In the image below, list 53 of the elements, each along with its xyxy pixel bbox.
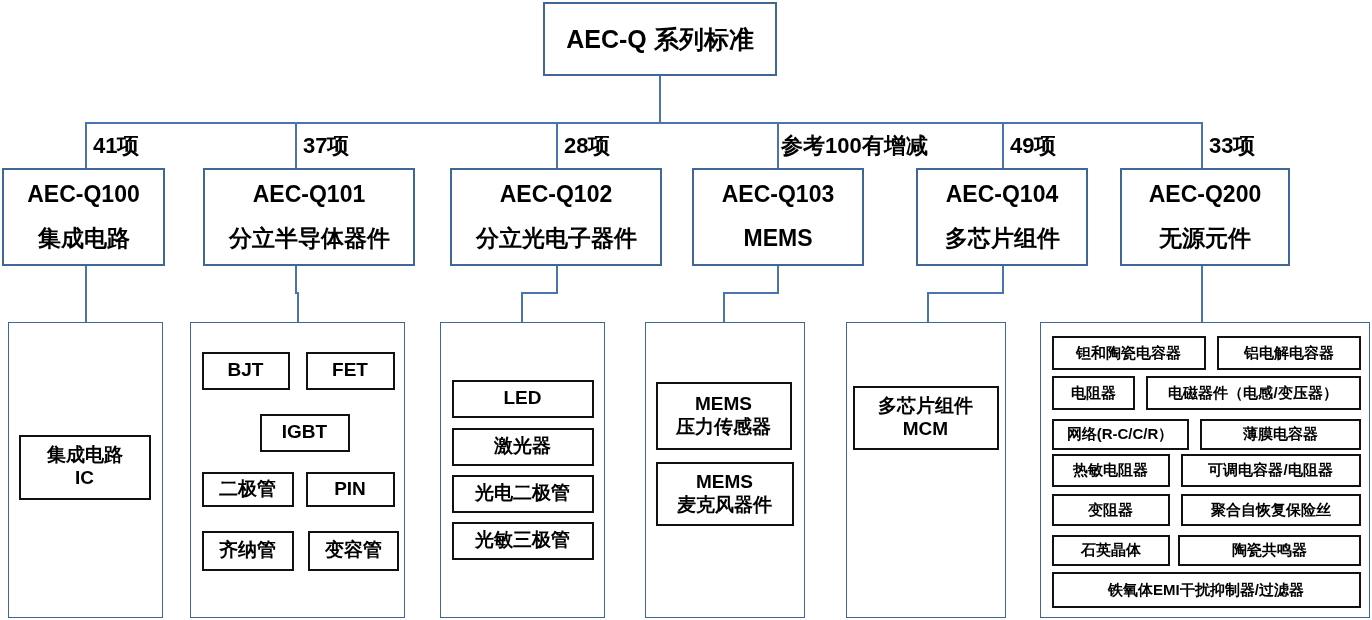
item-box: 薄膜电容器 [1199,418,1361,450]
item-box: 二极管 [201,471,294,507]
item-box: 变容管 [307,530,399,571]
category-box: AEC-Q200 无源元件 [1120,168,1290,266]
item-box: 光敏三极管 [451,521,594,560]
item-box: IGBT [259,413,350,452]
category-box: AEC-Q102 分立光电子器件 [450,168,662,266]
item-box: 变阻器 [1051,493,1170,526]
category-box: AEC-Q100 集成电路 [2,168,165,266]
item-box: 陶瓷共鸣器 [1177,534,1361,566]
group-panel [846,322,1006,618]
item-box: 聚合自恢复保险丝 [1180,493,1361,526]
connector-line [723,265,779,323]
connector-line [1201,265,1203,323]
group-panel [1040,322,1370,618]
category-box: AEC-Q101 分立半导体器件 [203,168,415,266]
item-box: 热敏电阻器 [1051,453,1170,487]
connector-line [295,265,299,323]
item-box: 铝电解电容器 [1216,335,1361,370]
edge-label: 参考100有增减 [780,134,929,159]
group-panel [190,322,405,618]
item-box: 齐纳管 [201,530,294,571]
item-box: 钽和陶瓷电容器 [1051,335,1206,370]
connector-line [521,265,558,323]
category-box: AEC-Q103 MEMS [692,168,864,266]
connector-line [927,265,1004,323]
item-box: 网络(R-C/C/R） [1051,418,1189,450]
group-panel [440,322,605,618]
item-box: BJT [201,351,290,390]
group-panel [8,322,163,618]
item-box: MEMS 麦克风器件 [655,461,794,526]
edge-label: 37项 [302,134,351,159]
item-box: 铁氧体EMI干扰抑制器/过滤器 [1051,571,1361,608]
item-box: 集成电路 IC [18,434,151,500]
connector-line [85,265,87,323]
group-panel [645,322,805,618]
item-box: FET [305,351,395,390]
edge-label: 33项 [1208,134,1257,159]
edge-label: 49项 [1009,134,1058,159]
item-box: PIN [305,471,395,507]
item-box: 多芯片组件 MCM [852,385,999,450]
item-box: 可调电容器/电阻器 [1180,453,1361,487]
item-box: 石英晶体 [1051,534,1170,566]
item-box: 光电二极管 [451,474,594,513]
edge-label: 28项 [563,134,612,159]
item-box: 激光器 [451,427,594,466]
title-box: AEC-Q 系列标准 [543,2,777,76]
item-box: LED [451,379,594,418]
item-box: 电阻器 [1051,375,1135,410]
edge-label: 41项 [92,134,141,159]
item-box: MEMS 压力传感器 [655,381,792,450]
item-box: 电磁器件（电感/变压器） [1145,375,1361,410]
category-box: AEC-Q104 多芯片组件 [916,168,1088,266]
